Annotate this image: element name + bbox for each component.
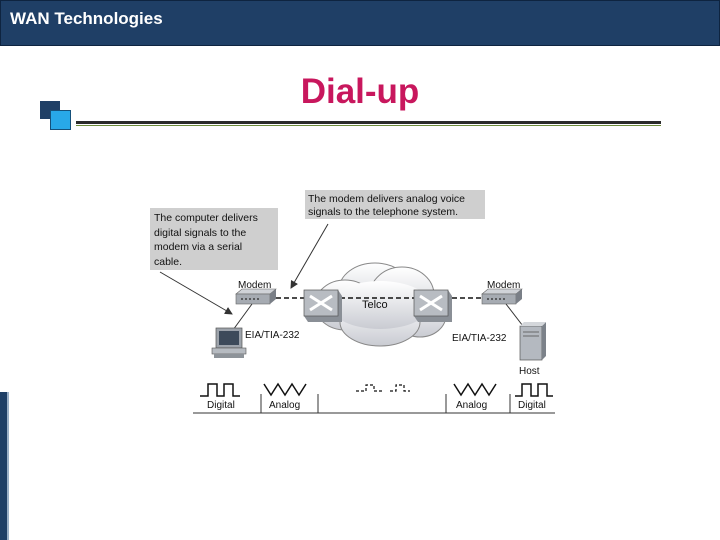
left-edge-bar-highlight [7,392,9,540]
callout-left-line-2: digital signals to the [154,227,246,239]
slide-title: Dial-up [300,72,420,111]
right-switch-icon [413,289,452,322]
left-edge-bar [0,392,7,540]
signal-label-2: Analog [269,400,300,411]
callout-left-line-1: The computer delivers [154,212,258,224]
signal-label-4: Digital [518,400,546,411]
header-bar: WAN Technologies [0,0,720,46]
callout-top-line-2: signals to the telephone system. [308,206,458,218]
title-rule-accent [76,125,661,126]
callout-left-line-4: cable. [154,256,182,268]
host-label: Host [519,366,540,377]
callout-left: The computer delivers digital signals to… [150,208,278,270]
serial-right-label: EIA/TIA-232 [452,333,507,344]
right-modem-icon [481,288,523,305]
callout-top-arrow [290,223,329,289]
modem-right-label: Modem [487,280,520,291]
title-bullet-light-square [50,110,71,130]
callout-top-line-1: The modem delivers analog voice [308,193,465,205]
left-modem-icon [235,288,277,305]
modem-left-label: Modem [238,280,271,291]
computer-icon [211,327,247,358]
signal-strip: Digital Analog Analog Digital [193,382,555,414]
left-switch-icon [303,289,342,322]
title-rule [76,121,661,124]
signal-label-1: Digital [207,400,235,411]
digital-wave-left [200,383,240,397]
cloud-label: Telco [362,299,388,311]
digital-wave-right [515,383,553,397]
callout-left-line-3: modem via a serial [154,241,242,253]
analog-wave-right [453,382,497,397]
callout-top: The modem delivers analog voice signals … [305,190,485,219]
mixed-wave-center [356,384,410,392]
serial-left-label: EIA/TIA-232 [245,330,300,341]
analog-wave-left [263,382,307,397]
header-title: WAN Technologies [10,9,163,28]
left-serial-cable [232,303,253,331]
host-server-icon [519,322,546,361]
signal-label-3: Analog [456,400,487,411]
callout-left-arrow [159,271,233,315]
